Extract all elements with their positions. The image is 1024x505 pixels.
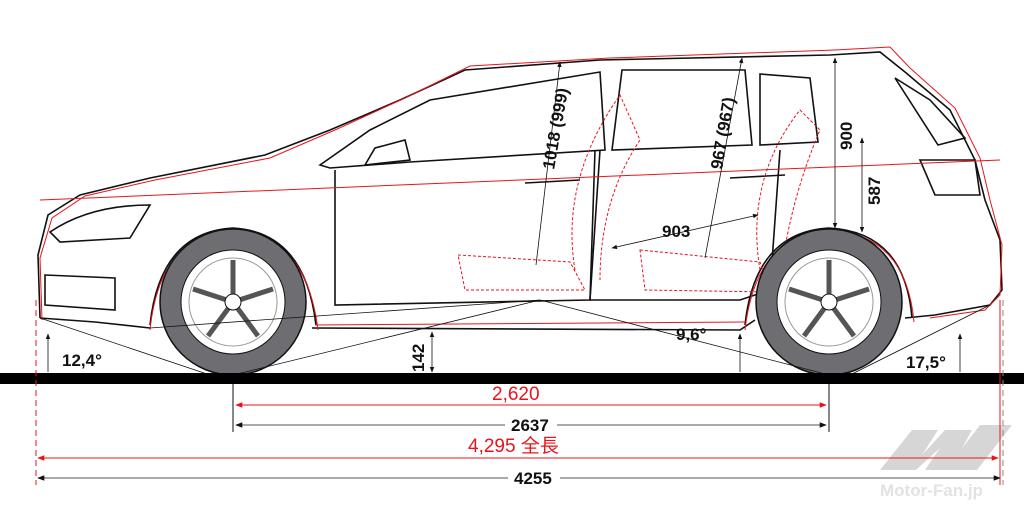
legroom-label: 903 (662, 222, 690, 241)
wheelbase-red-label: 2,620 (492, 384, 540, 405)
rear-height-label: 587 (865, 177, 884, 205)
wheelbase-label: 2637 (511, 416, 549, 435)
car-body-outline (37, 51, 1003, 331)
ramp-angle-label: 9,6° (676, 325, 707, 344)
front-wheel (159, 228, 307, 376)
rear-headroom-label: 900 (837, 122, 856, 150)
approach-angle-label: 12,4° (62, 351, 102, 370)
extension-lines (35, 300, 1004, 485)
angle-lines (39, 57, 991, 376)
height-rear-label: 967 (967) (707, 96, 738, 171)
length-label: 4255 (514, 469, 552, 488)
watermark-text: Motor-Fan.jp (880, 481, 983, 500)
height-front-label: 1018 (999) (539, 86, 572, 170)
ground-line (0, 373, 1024, 384)
departure-angle-label: 17,5° (906, 353, 946, 372)
ground-clearance-label: 142 (409, 344, 428, 372)
length-red-label: 4,295 全長 (468, 435, 559, 457)
motor-fan-logo: Motor-Fan.jp (880, 425, 1012, 500)
rear-wheel (755, 228, 903, 376)
